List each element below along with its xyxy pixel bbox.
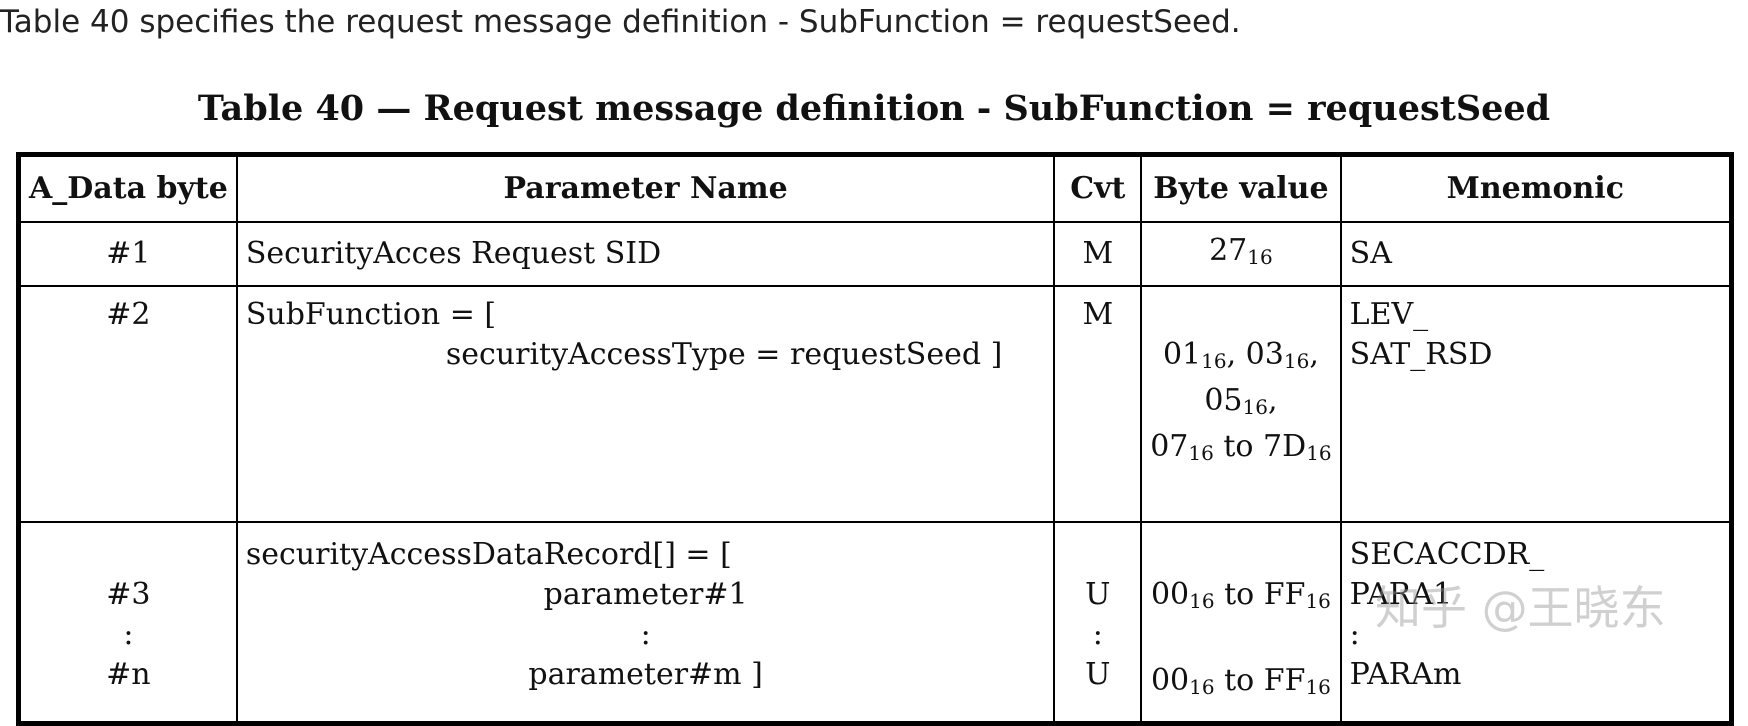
value-text: FF [1263, 577, 1306, 612]
value-text: 03 [1245, 337, 1284, 372]
value-text: 05 [1204, 383, 1243, 418]
value-text: to [1224, 577, 1255, 612]
value-line: 0016 to FF16 [1150, 575, 1331, 621]
value-subscript: 16 [1306, 441, 1332, 465]
mnemonic-line: LEV_ [1349, 297, 1429, 332]
mnemonic-line: : [1349, 617, 1360, 652]
cell-byte: #3 : #n [17, 521, 238, 725]
watermark: 知乎 @王晓东 [1375, 581, 1666, 635]
value-text: 00 [1150, 663, 1190, 698]
cell-cvt: U : U [1053, 521, 1143, 725]
value-line: 0516, [1204, 383, 1278, 419]
value-subscript: 16 [1189, 675, 1215, 699]
param-line: parameter#m ] [528, 657, 763, 692]
value-subscript: 16 [1283, 349, 1310, 373]
header-a-data-byte: A_Data byte [17, 153, 238, 223]
value-subscript: 16 [1247, 245, 1273, 269]
header-cvt: Cvt [1053, 153, 1143, 223]
mnemonic-line: SAT_RSD [1349, 337, 1493, 372]
cell-byte: #2 [17, 285, 238, 523]
value-text: FF [1263, 663, 1306, 698]
cell-mnemonic: SA [1339, 221, 1733, 287]
cell-byte-value: 2716 [1140, 221, 1342, 287]
intro-paragraph: Table 40 specifies the request message d… [0, 4, 1241, 40]
mnemonic-line: PARA1 [1349, 577, 1453, 612]
byte-line: #n [106, 657, 151, 692]
cell-param: SubFunction = [ securityAccessType = req… [235, 285, 1056, 523]
byte-line: #3 [106, 577, 151, 612]
value-text: to [1224, 663, 1255, 698]
cell-cvt: M [1053, 285, 1143, 523]
header-mnemonic: Mnemonic [1339, 153, 1733, 223]
cell-byte: #1 [17, 221, 238, 287]
value-text: 01 [1162, 337, 1202, 372]
value-subscript: 16 [1305, 589, 1331, 613]
param-line: securityAccessType = requestSeed ] [445, 337, 1003, 372]
value-subscript: 16 [1305, 675, 1331, 699]
header-parameter-name: Parameter Name [235, 153, 1056, 223]
table-row: #2 SubFunction = [ securityAccessType = … [17, 285, 1733, 523]
cell-mnemonic: LEV_ SAT_RSD [1339, 285, 1733, 523]
byte-line: : [123, 617, 134, 652]
value-text: to [1223, 429, 1254, 464]
value-line: 0716 to 7D16 [1150, 427, 1331, 473]
request-message-table: A_Data byte Parameter Name Cvt Byte valu… [16, 152, 1734, 726]
value-subscript: 16 [1189, 589, 1215, 613]
value-text: 00 [1150, 577, 1190, 612]
value-text: 7D [1263, 429, 1307, 464]
table-caption: Table 40 — Request message definition - … [197, 88, 1551, 129]
param-line: parameter#1 [543, 577, 748, 612]
cell-param: securityAccessDataRecord[] = [ parameter… [235, 521, 1056, 725]
mnemonic-line: PARAm [1349, 657, 1462, 692]
param-line: SubFunction = [ [245, 297, 497, 332]
cell-byte-value: 0116, 0316, 0516, 0716 to 7D16 [1140, 285, 1342, 523]
param-line: : [640, 617, 651, 652]
table-header-row: A_Data byte Parameter Name Cvt Byte valu… [17, 153, 1733, 223]
value-line: 0116, 0316, [1162, 337, 1319, 373]
value-line: 0016 to FF16 [1150, 661, 1331, 707]
cell-byte-value: 0016 to FF16 0016 to FF16 [1140, 521, 1342, 725]
value-subscript: 16 [1201, 349, 1227, 373]
table-row: #1 SecurityAcces Request SID M 2716 SA [17, 221, 1733, 287]
value-subscript: 16 [1242, 395, 1268, 419]
param-line: securityAccessDataRecord[] = [ [245, 537, 732, 572]
value-subscript: 16 [1188, 441, 1214, 465]
header-byte-value: Byte value [1140, 153, 1342, 223]
mnemonic-line: SECACCDR_ [1349, 537, 1545, 572]
cvt-line: U [1085, 657, 1111, 692]
cell-param: SecurityAcces Request SID [235, 221, 1056, 287]
value-text: 07 [1150, 429, 1189, 464]
cell-cvt: M [1053, 221, 1143, 287]
value-text: 27 [1209, 233, 1248, 268]
cvt-line: : [1092, 617, 1103, 652]
cvt-line: U [1085, 577, 1111, 612]
